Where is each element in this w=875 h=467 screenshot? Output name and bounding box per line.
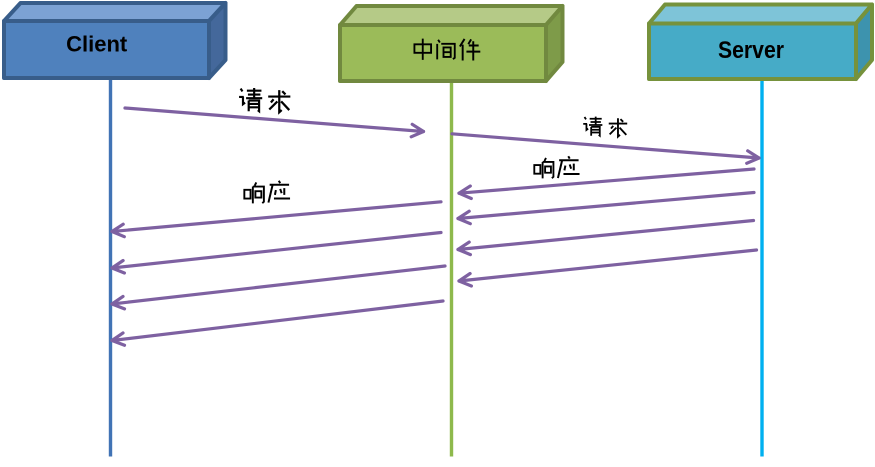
svg-text:Client: Client	[66, 32, 128, 57]
svg-text:Server: Server	[718, 37, 784, 64]
